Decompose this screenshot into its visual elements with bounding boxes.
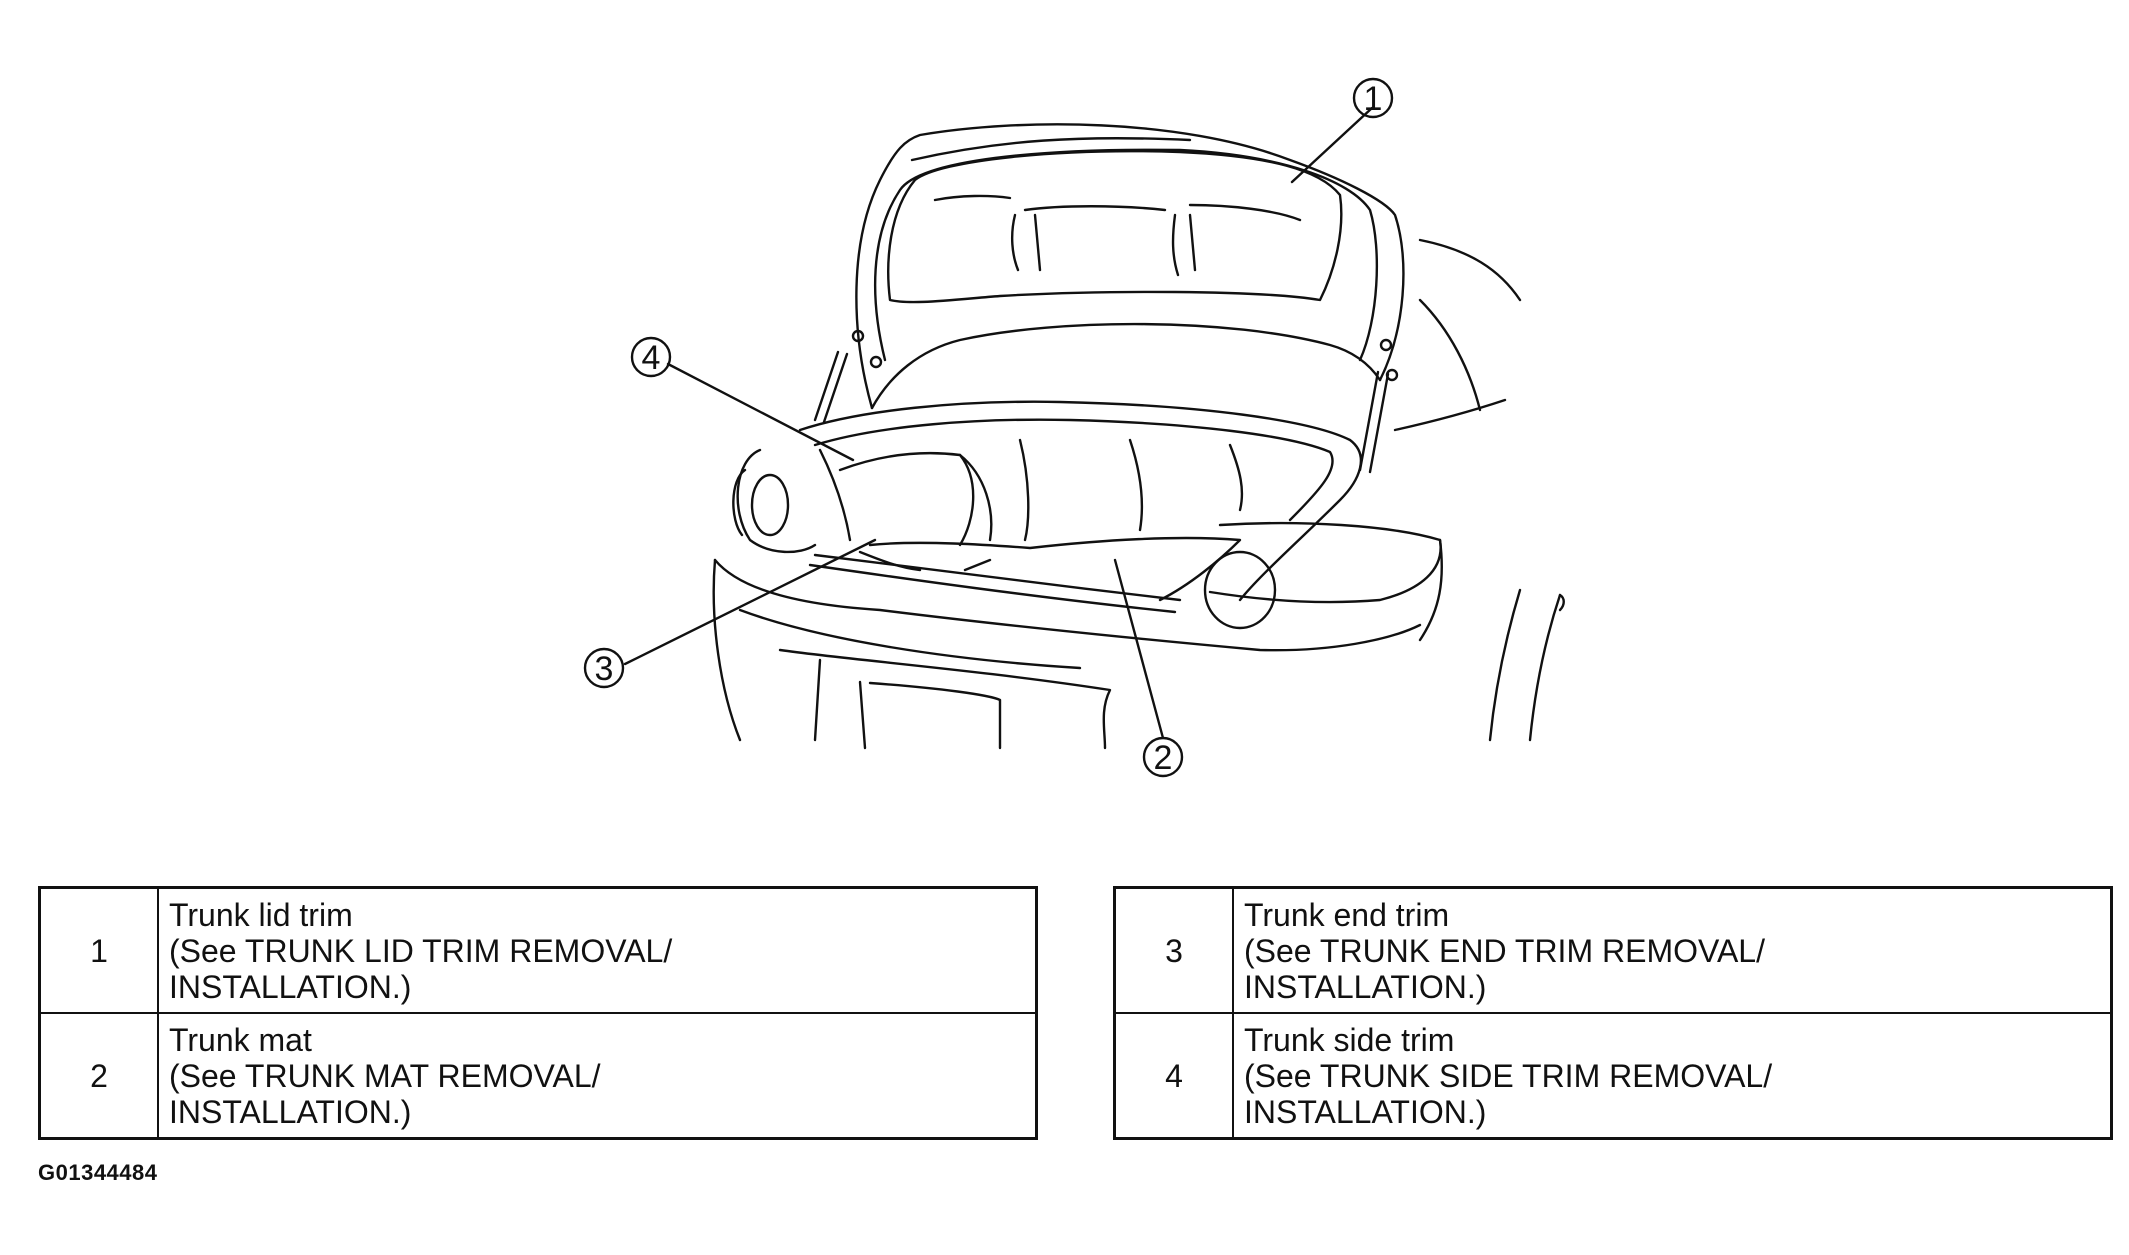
- trunk-illustration: 1 2 3 4: [583, 77, 1565, 778]
- legend-description: Trunk side trim (See TRUNK SIDE TRIM REM…: [1232, 1012, 2113, 1140]
- legend-description: Trunk lid trim (See TRUNK LID TRIM REMOV…: [157, 886, 1038, 1014]
- left-tail-lamp: [736, 448, 817, 554]
- trunk-lid-outline: [855, 123, 1405, 410]
- procedure-reference-cont: INSTALLATION.): [1244, 968, 1487, 1005]
- trunk-mat-outline: [868, 536, 1242, 602]
- procedure-reference: (See TRUNK MAT REMOVAL/: [169, 1057, 601, 1094]
- leader-line-2: [1113, 558, 1165, 740]
- procedure-reference: (See TRUNK SIDE TRIM REMOVAL/: [1244, 1057, 1773, 1094]
- procedure-reference-cont: INSTALLATION.): [1244, 1093, 1487, 1130]
- callout-4-label: 4: [642, 339, 661, 377]
- leader-line-3: [623, 538, 877, 666]
- legend-number: 1: [38, 886, 159, 1014]
- procedure-reference: (See TRUNK END TRIM REMOVAL/: [1244, 932, 1765, 969]
- legend-row: 1 Trunk lid trim (See TRUNK LID TRIM REM…: [38, 886, 1038, 1014]
- legend-table-left: 1 Trunk lid trim (See TRUNK LID TRIM REM…: [38, 886, 1038, 1140]
- right-gas-strut: [1358, 370, 1390, 474]
- callout-3-circle: [583, 647, 625, 689]
- legend-row: 3 Trunk end trim (See TRUNK END TRIM REM…: [1113, 886, 2113, 1014]
- legend-table-right: 3 Trunk end trim (See TRUNK END TRIM REM…: [1113, 886, 2113, 1140]
- callout-1-circle: [1352, 77, 1394, 119]
- legend-row: 4 Trunk side trim (See TRUNK SIDE TRIM R…: [1113, 1012, 2113, 1140]
- callout-2-circle: [1142, 736, 1184, 778]
- legend-row: 2 Trunk mat (See TRUNK MAT REMOVAL/ INST…: [38, 1012, 1038, 1140]
- callout-3-label: 3: [595, 650, 614, 688]
- part-name: Trunk lid trim: [169, 896, 353, 933]
- legend-number: 2: [38, 1012, 159, 1140]
- procedure-reference-cont: INSTALLATION.): [169, 968, 412, 1005]
- rear-bumper: [713, 558, 1422, 652]
- callout-4-circle: [630, 336, 672, 378]
- callout-2-label: 2: [1154, 739, 1173, 777]
- leader-line-1: [1290, 106, 1374, 184]
- legend-description: Trunk end trim (See TRUNK END TRIM REMOV…: [1232, 886, 2113, 1014]
- leader-line-4: [666, 362, 855, 462]
- part-name: Trunk end trim: [1244, 896, 1450, 933]
- left-gas-strut: [813, 350, 849, 424]
- procedure-reference-cont: INSTALLATION.): [169, 1093, 412, 1130]
- license-plate-recess: [778, 648, 1112, 750]
- legend-number: 3: [1113, 886, 1234, 1014]
- trunk-end-trim: [813, 553, 1182, 602]
- legend-description: Trunk mat (See TRUNK MAT REMOVAL/ INSTAL…: [157, 1012, 1038, 1140]
- trunk-side-trim: [838, 451, 975, 547]
- part-name: Trunk mat: [169, 1021, 312, 1058]
- figure-id: G01344484: [38, 1160, 158, 1185]
- right-tail-lamp: [1208, 521, 1442, 604]
- trunk-opening-rim: [798, 400, 1362, 602]
- callout-1-label: 1: [1364, 80, 1383, 118]
- legend-number: 4: [1113, 1012, 1234, 1140]
- trunk-lid-trim-panel: [887, 150, 1343, 304]
- part-name: Trunk side trim: [1244, 1021, 1455, 1058]
- procedure-reference: (See TRUNK LID TRIM REMOVAL/: [169, 932, 673, 969]
